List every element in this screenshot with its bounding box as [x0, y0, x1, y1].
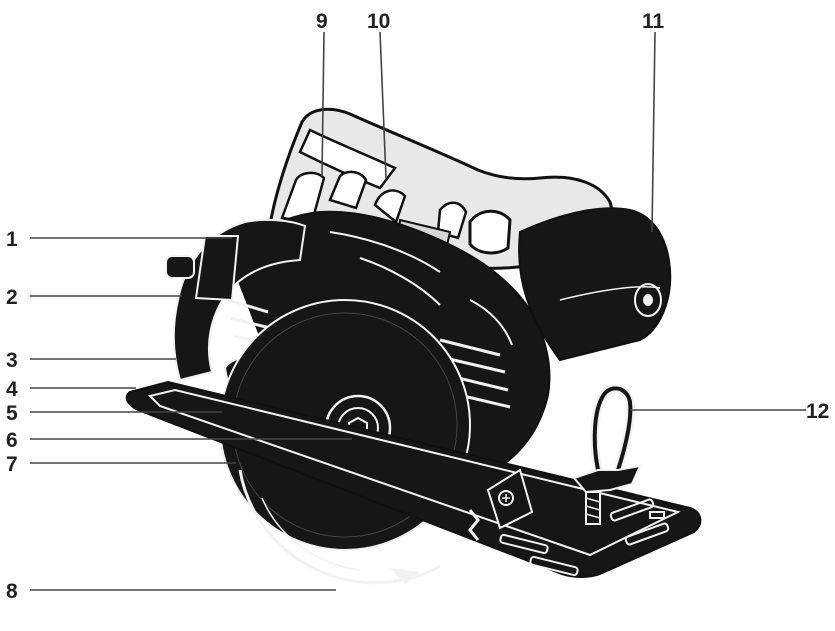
callout-7: 7	[6, 453, 18, 476]
callout-leaders	[30, 31, 806, 591]
callout-10: 10	[367, 10, 390, 33]
callout-1: 1	[6, 228, 18, 251]
leader-9	[321, 31, 325, 177]
callout-12: 12	[806, 400, 829, 423]
lower-blade-guard	[238, 469, 441, 585]
callout-8: 8	[6, 580, 18, 603]
callout-labels: 1 2 3 4 5 6 7 8 9 10 11 12	[6, 10, 829, 603]
callout-9: 9	[316, 10, 328, 33]
callout-2: 2	[6, 286, 18, 309]
wing-nut	[572, 464, 642, 494]
base-plate	[125, 380, 702, 578]
leader-10	[379, 31, 387, 179]
depth-knob	[165, 255, 195, 279]
leader-11	[651, 31, 656, 233]
callout-6: 6	[6, 429, 18, 452]
callout-5: 5	[6, 402, 18, 425]
callout-3: 3	[6, 349, 18, 372]
callout-11: 11	[642, 10, 665, 33]
circular-saw-illustration	[125, 107, 702, 585]
callout-4: 4	[6, 378, 18, 401]
